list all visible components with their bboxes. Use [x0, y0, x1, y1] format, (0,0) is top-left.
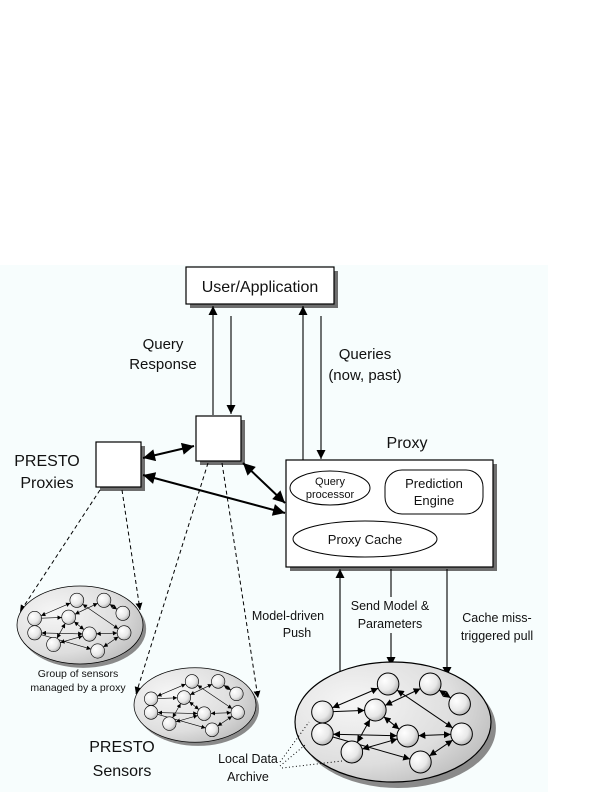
center-proxy-to-main-proxy-arrow — [242, 462, 286, 504]
proxy-to-proxy-arrow — [142, 442, 195, 462]
query-processor-line2: processor — [306, 489, 355, 501]
sensor-node — [69, 592, 85, 608]
group-caption-line2: managed by a proxy — [30, 682, 126, 694]
sensor-node — [205, 722, 220, 737]
queries-label-line1: Queries — [339, 346, 392, 363]
sensor-node — [144, 705, 159, 720]
sensor-node — [27, 625, 42, 641]
sensor-link-arrow — [172, 703, 181, 718]
sensor-link-arrow — [82, 603, 119, 630]
proxy-to-main-proxy-arrow — [142, 472, 286, 516]
sensor-node — [197, 706, 212, 721]
sensor-node — [376, 672, 400, 696]
sensor-node — [340, 740, 364, 764]
sensor-link-arrow — [56, 623, 66, 639]
local-data-archive-line2: Archive — [227, 770, 269, 784]
model-driven-push-line1: Model-driven — [252, 609, 324, 623]
sensor-node — [311, 722, 334, 746]
send-model-line1: Send Model & — [351, 599, 430, 613]
sensor-node — [177, 690, 192, 705]
center-group-dashed-left — [134, 462, 209, 695]
sensor-link-arrow — [41, 634, 92, 651]
prediction-engine: Prediction Engine — [384, 469, 484, 515]
query-processor: Query processor — [289, 470, 371, 506]
sensor-link-arrow — [157, 683, 186, 697]
cache-miss-line2: triggered pull — [461, 629, 533, 643]
sensor-link-arrow — [356, 719, 371, 743]
proxy-cache-label: Proxy Cache — [328, 532, 402, 547]
sensor-group-cloud-main — [294, 661, 496, 788]
sensor-link-arrow — [41, 615, 62, 620]
proxy-cache: Proxy Cache — [292, 520, 438, 558]
sensor-group-cloud-left — [16, 585, 147, 668]
presto-proxies-label-line1: PRESTO — [14, 453, 80, 470]
sensor-node — [409, 750, 432, 774]
sensor-node — [450, 722, 473, 746]
sensor-link-arrow — [73, 621, 85, 630]
sensor-node — [364, 698, 387, 722]
sensor-node — [211, 674, 226, 689]
cache-miss-line1: Cache miss- — [462, 611, 531, 625]
sensor-link-arrow — [396, 689, 453, 729]
sensor-link-arrow — [333, 707, 365, 715]
group-caption-line1: Group of sensors — [38, 668, 119, 680]
query-processor-line1: Query — [315, 476, 345, 488]
prediction-engine-line1: Prediction — [405, 476, 463, 491]
sensor-link-arrow — [189, 701, 200, 710]
sensor-link-arrow — [332, 687, 379, 709]
query-response-label-line2: Response — [129, 356, 197, 373]
presto-proxy-box-small — [95, 441, 145, 491]
sensor-link-arrow — [429, 739, 453, 757]
sensor-link-arrow — [332, 736, 411, 761]
sensor-node — [184, 674, 199, 689]
sensor-group-cloud-center — [133, 667, 260, 746]
sensor-node — [90, 643, 105, 659]
sensor-node — [230, 705, 245, 720]
prediction-engine-line2: Engine — [414, 493, 454, 508]
sensor-link-arrow — [103, 636, 119, 648]
sensor-node — [418, 672, 442, 696]
sensor-link-arrow — [383, 716, 400, 730]
sensor-node — [46, 637, 61, 652]
sensor-link-arrow — [210, 710, 232, 716]
query-response-label-line1: Query — [143, 336, 184, 353]
local-data-archive-line1: Local Data — [218, 752, 278, 766]
sensor-node — [144, 691, 159, 706]
send-model-line2: Parameters — [358, 617, 423, 631]
presto-sensors-label-line1: PRESTO — [89, 739, 155, 756]
sensor-link-arrow — [157, 695, 178, 701]
sensor-node — [82, 626, 97, 642]
presto-proxy-box-center — [195, 415, 245, 465]
sensor-node — [396, 724, 419, 748]
proxy-group-dashed-left — [19, 489, 101, 613]
sensor-node — [96, 592, 112, 608]
sensor-link-arrow — [40, 602, 71, 617]
presto-sensors-label-line2: Sensors — [93, 763, 152, 780]
sensor-link-arrow — [157, 713, 206, 729]
sensor-link-arrow — [418, 731, 451, 739]
center-group-dashed-right — [221, 462, 261, 699]
archive-pointer-2 — [279, 744, 306, 767]
sensor-link-arrow — [96, 630, 118, 636]
sensor-node — [162, 716, 177, 731]
sensor-node — [229, 686, 244, 701]
sensor-node — [61, 609, 76, 625]
proxy-group-dashed-right — [121, 489, 143, 611]
sensor-node — [27, 611, 42, 626]
user-application-label: User/Application — [202, 279, 319, 296]
archive-pointer-1 — [279, 721, 310, 763]
sensor-node — [115, 605, 131, 621]
sensor-node — [311, 700, 334, 724]
proxy-title: Proxy — [387, 435, 428, 452]
sensor-node — [448, 692, 471, 716]
user-application-node: User/Application — [185, 266, 338, 308]
presto-proxies-label-line2: Proxies — [20, 475, 73, 492]
sensor-node — [116, 625, 132, 641]
model-driven-push-line2: Push — [283, 626, 312, 640]
queries-label-line2: (now, past) — [328, 367, 401, 384]
sensor-link-arrow — [217, 715, 233, 727]
sensor-link-arrow — [197, 684, 233, 709]
